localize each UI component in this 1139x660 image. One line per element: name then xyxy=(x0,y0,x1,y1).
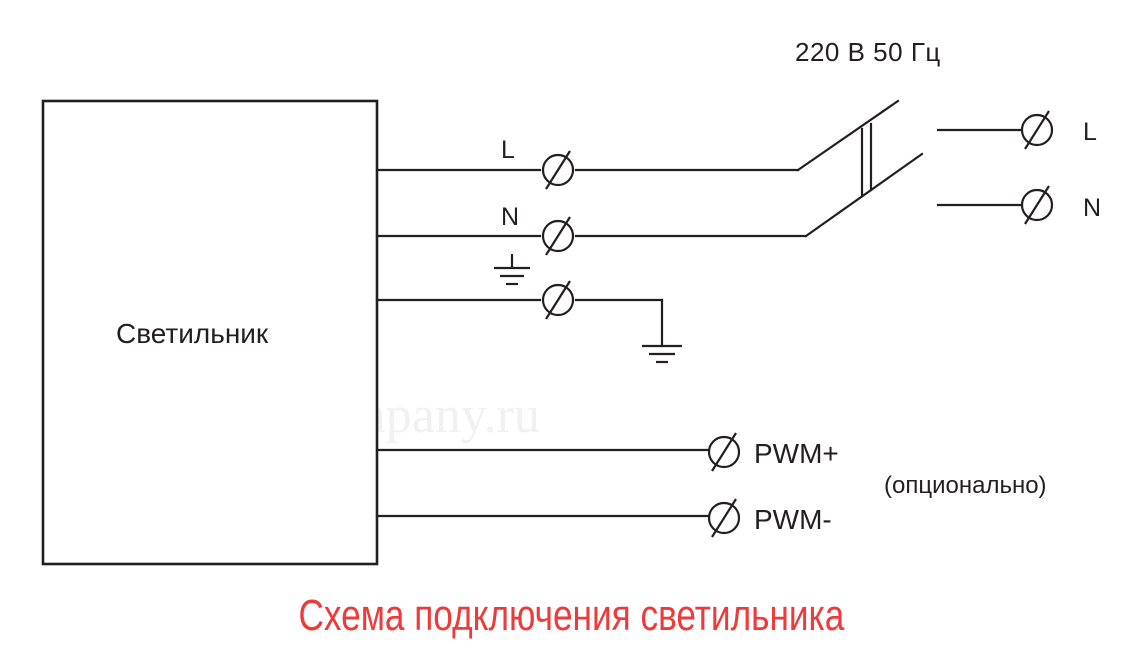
terminal-pe xyxy=(541,280,575,320)
wire-n xyxy=(375,152,924,238)
mains-voltage-label: 220 В 50 Гц xyxy=(795,37,941,67)
ground-symbol-small xyxy=(494,254,530,286)
terminal-pwm-minus xyxy=(707,498,741,538)
optional-note: (опционально) xyxy=(884,472,1047,499)
mains-terminal-n xyxy=(1020,185,1054,225)
mains-terminal-l xyxy=(1020,110,1054,150)
terminal-l xyxy=(541,150,575,190)
luminaire-box xyxy=(41,99,379,566)
mains-label-n: N xyxy=(1083,194,1101,222)
luminaire-label: Светильник xyxy=(116,318,269,349)
wire-l xyxy=(375,99,900,172)
pwm-plus-label: PWM+ xyxy=(754,438,839,469)
wire-label-l: L xyxy=(501,136,515,164)
diagram-caption: Схема подключения светильника xyxy=(298,591,845,640)
ground-symbol xyxy=(642,344,682,364)
mains-label-l: L xyxy=(1083,118,1097,146)
pwm-minus-label: PWM- xyxy=(754,504,832,535)
switch-coupling xyxy=(860,122,873,198)
terminal-pwm-plus xyxy=(707,432,741,472)
wire-pe xyxy=(375,298,664,348)
wire-label-n: N xyxy=(501,203,519,231)
terminal-n xyxy=(541,216,575,256)
